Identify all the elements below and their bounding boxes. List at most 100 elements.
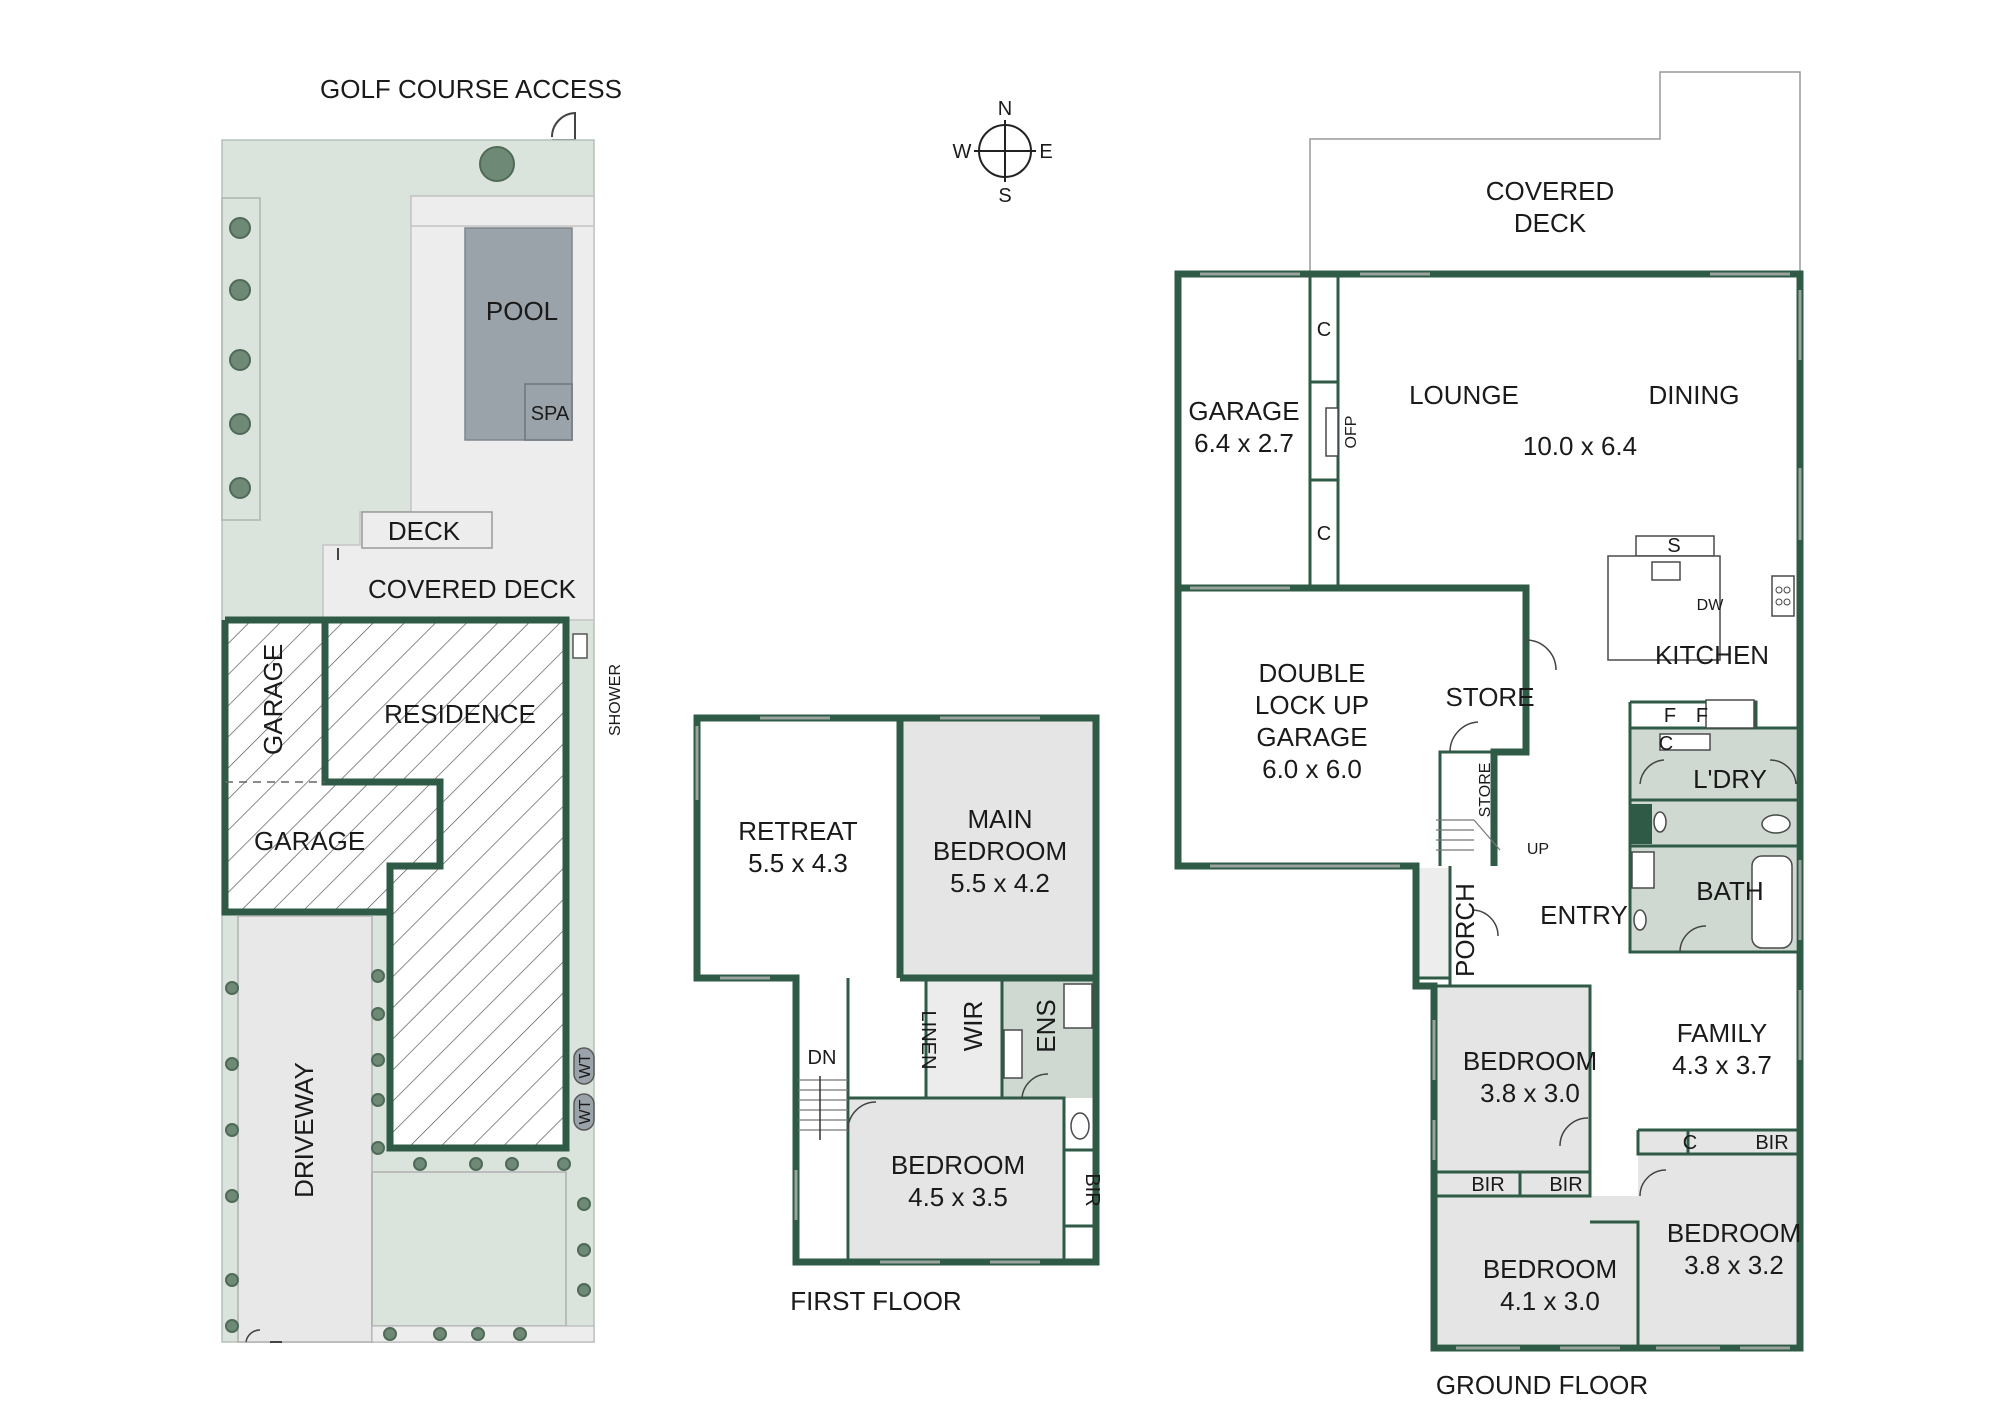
gate-icon	[550, 111, 576, 141]
kitchen-label: KITCHEN	[1655, 640, 1769, 670]
ensuite-toilet-icon	[1070, 1112, 1090, 1140]
covered-deck-label-2: DECK	[1514, 208, 1587, 238]
up-label: UP	[1527, 841, 1549, 858]
water-tank-1	[573, 1047, 595, 1085]
bath-shower-icon	[1631, 851, 1655, 889]
bedroom-a-fill	[1434, 986, 1590, 1172]
bedroom-c-size: 3.8 x 3.2	[1684, 1250, 1784, 1280]
bath-toilet-icon	[1761, 814, 1791, 834]
compass-e: E	[1039, 141, 1052, 163]
basin-icon	[1633, 909, 1647, 931]
bedroom-c-label: BEDROOM	[1667, 1218, 1801, 1248]
c-label-top: C	[1317, 319, 1331, 341]
shrub-icon	[229, 413, 251, 435]
family-size: 4.3 x 3.7	[1672, 1050, 1772, 1080]
deck	[361, 511, 493, 549]
store-small-label: STORE	[1477, 763, 1494, 818]
dark-block	[1630, 804, 1652, 844]
c-bed-label: C	[1683, 1132, 1697, 1154]
dn-label: DN	[808, 1047, 837, 1069]
shower-icon	[572, 633, 588, 659]
retreat-size: 5.5 x 4.3	[748, 848, 848, 878]
gf-garage-label: GARAGE	[1188, 396, 1299, 426]
linen-label: LINEN	[917, 1011, 939, 1070]
shrub-icon	[229, 279, 251, 301]
compass-n: N	[998, 98, 1012, 120]
bir-label-1: BIR	[1471, 1174, 1504, 1196]
golf-course-access-label: GOLF COURSE ACCESS	[320, 74, 622, 104]
cooktop-icon	[1771, 575, 1795, 617]
shower-label: SHOWER	[607, 664, 624, 736]
first-bedroom-fill	[850, 1098, 1064, 1262]
main-bedroom-fill	[900, 718, 1096, 978]
bedroom-a-label: BEDROOM	[1463, 1046, 1597, 1076]
ofp-label: OFP	[1343, 416, 1360, 449]
bath-label: BATH	[1696, 876, 1763, 906]
wt2-label: WT	[577, 1099, 594, 1124]
first-floor-title: FIRST FLOOR	[790, 1286, 961, 1316]
covered-deck-label: COVERED DECK	[368, 574, 577, 604]
double-garage-l2: LOCK UP	[1255, 690, 1369, 720]
retreat-label: RETREAT	[738, 816, 858, 846]
first-floor: RETREAT 5.5 x 4.3 MAIN BEDROOM 5.5 x 4.2…	[693, 714, 1103, 1316]
covered-deck-area	[1309, 71, 1801, 273]
lounge-label: LOUNGE	[1409, 380, 1519, 410]
tree-icon	[479, 146, 515, 182]
stairs	[798, 1076, 848, 1140]
fireplace-icon	[1325, 407, 1339, 457]
f1-label: F	[1664, 705, 1676, 727]
ground-floor-title: GROUND FLOOR	[1436, 1370, 1648, 1400]
porch-label: PORCH	[1450, 883, 1480, 977]
bedroom-a-size: 3.8 x 3.0	[1480, 1078, 1580, 1108]
residence-footprint	[225, 620, 566, 1148]
compass-s: S	[998, 185, 1011, 207]
spa-label: SPA	[531, 403, 570, 425]
s-label: S	[1667, 535, 1680, 557]
site-plan: GOLF COURSE ACCESS POOL SPA DECK COVERED…	[221, 74, 624, 1343]
garage-upper-label: GARAGE	[258, 644, 288, 755]
compass: N S E W	[953, 98, 1053, 207]
store-label: STORE	[1445, 682, 1534, 712]
c-label-bottom: C	[1317, 523, 1331, 545]
water-tank-2	[573, 1093, 595, 1131]
fridge-bench-icon	[1705, 699, 1755, 729]
wt1-label: WT	[577, 1053, 594, 1078]
first-bedroom-label: BEDROOM	[891, 1150, 1025, 1180]
main-bedroom-label-2: BEDROOM	[933, 836, 1067, 866]
bedroom-b-size: 4.1 x 3.0	[1500, 1286, 1600, 1316]
shrub-icon	[229, 217, 251, 239]
double-garage-l1: DOUBLE	[1259, 658, 1366, 688]
residence-label: RESIDENCE	[384, 699, 536, 729]
ground-floor: COVERED DECK	[1174, 71, 1804, 1400]
wir-label: WIR	[958, 1001, 988, 1052]
driveway-label: DRIVEWAY	[289, 1062, 319, 1198]
entry-label: ENTRY	[1540, 900, 1628, 930]
ensuite-vanity-icon	[1003, 1029, 1023, 1079]
bedroom-b-label: BEDROOM	[1483, 1254, 1617, 1284]
dw-label: DW	[1697, 597, 1725, 614]
ground-stairs	[1436, 819, 1501, 851]
dining-label: DINING	[1649, 380, 1740, 410]
deck-label: DECK	[388, 516, 461, 546]
bedroom-c-fill	[1638, 1154, 1798, 1344]
main-bedroom-label-1: MAIN	[968, 804, 1033, 834]
shrub-icon	[229, 477, 251, 499]
ensuite-shower-icon	[1063, 983, 1093, 1029]
shrub-row	[225, 969, 591, 1341]
gf-garage-size: 6.4 x 2.7	[1194, 428, 1294, 458]
laundry-label: L'DRY	[1693, 764, 1767, 794]
bir-label-first: BIR	[1081, 1173, 1103, 1206]
shrub-icon	[229, 349, 251, 371]
c-ldry-label: C	[1659, 733, 1673, 755]
double-garage-size: 6.0 x 6.0	[1262, 754, 1362, 784]
double-garage-l3: GARAGE	[1256, 722, 1367, 752]
covered-deck-label-1: COVERED	[1486, 176, 1615, 206]
bir-label-2: BIR	[1549, 1174, 1582, 1196]
garage-lower-label: GARAGE	[254, 826, 365, 856]
main-bedroom-size: 5.5 x 4.2	[950, 868, 1050, 898]
bir-label-3: BIR	[1755, 1132, 1788, 1154]
ens-label: ENS	[1031, 999, 1061, 1052]
pool-label: POOL	[486, 296, 558, 326]
lounge-size: 10.0 x 6.4	[1523, 431, 1637, 461]
